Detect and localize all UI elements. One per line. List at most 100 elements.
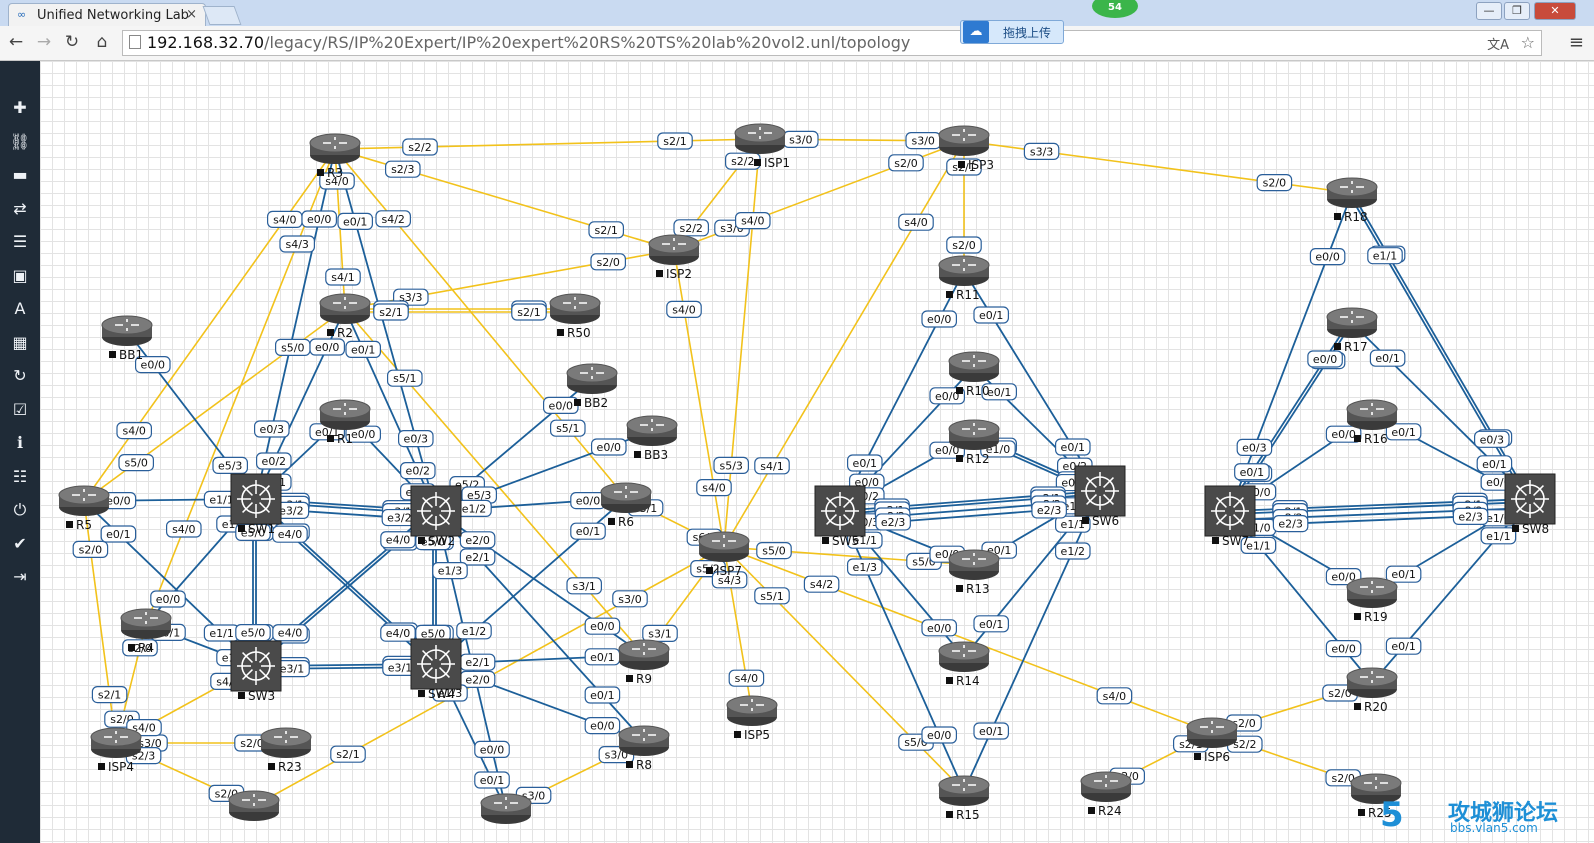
- link-ISP2-ISP7[interactable]: [673, 249, 725, 548]
- router-isp3[interactable]: ISP3: [938, 125, 994, 172]
- router-isp1[interactable]: ISP1: [734, 123, 790, 170]
- switch-sw2[interactable]: SW2: [410, 485, 462, 548]
- router-isp4[interactable]: ISP4: [90, 727, 142, 774]
- upload-widget[interactable]: ☁ 拖拽上传: [960, 20, 1064, 44]
- forward-icon[interactable]: →: [36, 32, 52, 52]
- router-r5[interactable]: R5: [58, 485, 110, 532]
- router-r2[interactable]: R2: [319, 293, 371, 340]
- configs-icon[interactable]: ☰: [12, 232, 28, 251]
- router-bb1[interactable]: BB1: [101, 315, 153, 362]
- status-icon[interactable]: ☑: [12, 399, 28, 419]
- router-r11[interactable]: R11: [938, 255, 990, 302]
- translate-icon[interactable]: 文A: [1487, 38, 1509, 53]
- node-label: R2: [337, 326, 353, 340]
- browser-tab[interactable]: ∞ Unified Networking Lab ×: [8, 3, 206, 27]
- router-r4[interactable]: R4: [120, 608, 172, 655]
- reload-icon[interactable]: ↻: [64, 32, 80, 52]
- new-tab-button[interactable]: [202, 6, 242, 25]
- link-R2-R9[interactable]: [344, 308, 645, 656]
- address-url[interactable]: 192.168.32.70/legacy/RS/IP%20Expert/IP%2…: [147, 33, 910, 52]
- link-ISP1-ISP7[interactable]: [723, 138, 761, 548]
- tab-close-icon[interactable]: ×: [186, 7, 197, 22]
- svg-text:e0/0: e0/0: [315, 341, 339, 354]
- link-R3-ISP1[interactable]: [334, 138, 761, 150]
- home-icon[interactable]: ⌂: [96, 32, 108, 52]
- link-ISP7-R15[interactable]: [723, 546, 965, 792]
- logout-icon[interactable]: ⇥: [13, 567, 27, 586]
- add-object-icon[interactable]: ✚: [13, 98, 27, 117]
- link-ISP3-R18[interactable]: [963, 140, 1353, 194]
- router-r24[interactable]: R24: [1080, 771, 1132, 818]
- link-R18-SW8[interactable]: [1348, 194, 1529, 501]
- back-icon[interactable]: ←: [8, 32, 24, 52]
- router-r6[interactable]: R6: [600, 482, 652, 529]
- router-r3[interactable]: R3: [309, 133, 361, 180]
- text-icon[interactable]: A: [14, 299, 26, 318]
- router-bb2[interactable]: BB2: [566, 363, 618, 410]
- router-r15[interactable]: R15: [938, 775, 990, 822]
- link-R3-SW2[interactable]: [334, 148, 437, 512]
- router-r18[interactable]: R18: [1326, 177, 1378, 224]
- router-r12[interactable]: R12: [948, 419, 1000, 466]
- router-r13[interactable]: R13: [948, 549, 1000, 596]
- link-R3-SW1[interactable]: [255, 148, 336, 500]
- switch-sw3[interactable]: SW3: [230, 640, 282, 703]
- refresh-icon[interactable]: ↻: [13, 366, 27, 385]
- router-bb3[interactable]: BB3: [626, 415, 678, 462]
- svg-text:e0/1: e0/1: [1240, 466, 1264, 479]
- grid-icon[interactable]: ▦: [12, 332, 28, 352]
- pictures-icon[interactable]: ▣: [12, 265, 28, 285]
- link-R18-SW7[interactable]: [1229, 192, 1353, 512]
- router-r1[interactable]: R1: [319, 399, 371, 446]
- switch-sw1[interactable]: SW1: [230, 473, 282, 536]
- router-r10[interactable]: R10: [948, 351, 1000, 398]
- link-R3-R5[interactable]: [83, 148, 336, 502]
- router-r20[interactable]: R20: [1346, 667, 1398, 714]
- router-isp7[interactable]: ISP7: [698, 531, 750, 578]
- switch-sw8[interactable]: SW8: [1504, 473, 1556, 536]
- check-icon[interactable]: ✔: [13, 533, 27, 553]
- menu-icon[interactable]: ≡: [1568, 32, 1584, 53]
- router-r25[interactable]: R25: [1350, 773, 1402, 820]
- router-r9[interactable]: R9: [618, 639, 670, 686]
- notification-badge[interactable]: 54: [1092, 0, 1138, 18]
- link-ISP3-ISP7[interactable]: [723, 140, 965, 548]
- link-R15-SW6[interactable]: [963, 490, 1101, 792]
- list-icon[interactable]: ☷: [12, 466, 28, 486]
- maximize-button[interactable]: ❐: [1504, 2, 1530, 20]
- router-r23[interactable]: R23: [260, 727, 312, 774]
- router-isp2[interactable]: ISP2: [648, 234, 700, 281]
- nodes-icon[interactable]: ▬: [12, 165, 28, 184]
- switch-sw4[interactable]: SW4: [410, 638, 462, 701]
- switch-sw6[interactable]: SW6: [1074, 465, 1126, 528]
- networks-icon[interactable]: ⇄: [13, 198, 27, 218]
- bookmark-star-icon[interactable]: ☆: [1520, 33, 1535, 52]
- minimize-button[interactable]: —: [1476, 2, 1502, 20]
- router-isp5[interactable]: ISP5: [726, 695, 778, 742]
- router-r50[interactable]: R50: [549, 293, 601, 340]
- link-R15-SW5[interactable]: [839, 510, 965, 792]
- router-r8[interactable]: R8: [618, 725, 670, 772]
- switch-sw7[interactable]: SW7: [1204, 485, 1256, 548]
- router-r17[interactable]: R17: [1326, 307, 1378, 354]
- router-r16[interactable]: R16: [1346, 399, 1398, 446]
- link-icon[interactable]: ⛓: [9, 131, 31, 151]
- svg-text:e0/3: e0/3: [1480, 433, 1504, 446]
- router-r19[interactable]: R19: [1346, 577, 1398, 624]
- interface-label: s2/1: [588, 221, 625, 239]
- router-isp6[interactable]: ISP6: [1186, 717, 1238, 764]
- router-r22[interactable]: [228, 790, 280, 821]
- close-window-button[interactable]: ✕: [1534, 2, 1576, 20]
- info-icon[interactable]: ℹ: [16, 433, 24, 452]
- link-R18-SW8[interactable]: [1351, 192, 1531, 500]
- address-bar[interactable]: 192.168.32.70/legacy/RS/IP%20Expert/IP%2…: [122, 30, 1542, 56]
- switch-sw5[interactable]: SW5: [814, 485, 866, 548]
- link-R3-R6[interactable]: [334, 148, 627, 499]
- svg-text:s3/0: s3/0: [911, 135, 934, 148]
- power-icon[interactable]: ⏻: [13, 500, 27, 519]
- router-r14[interactable]: R14: [938, 641, 990, 688]
- router-r7[interactable]: [480, 793, 532, 824]
- interface-label: e0/1: [973, 306, 1010, 324]
- svg-text:e3/1: e3/1: [388, 661, 412, 674]
